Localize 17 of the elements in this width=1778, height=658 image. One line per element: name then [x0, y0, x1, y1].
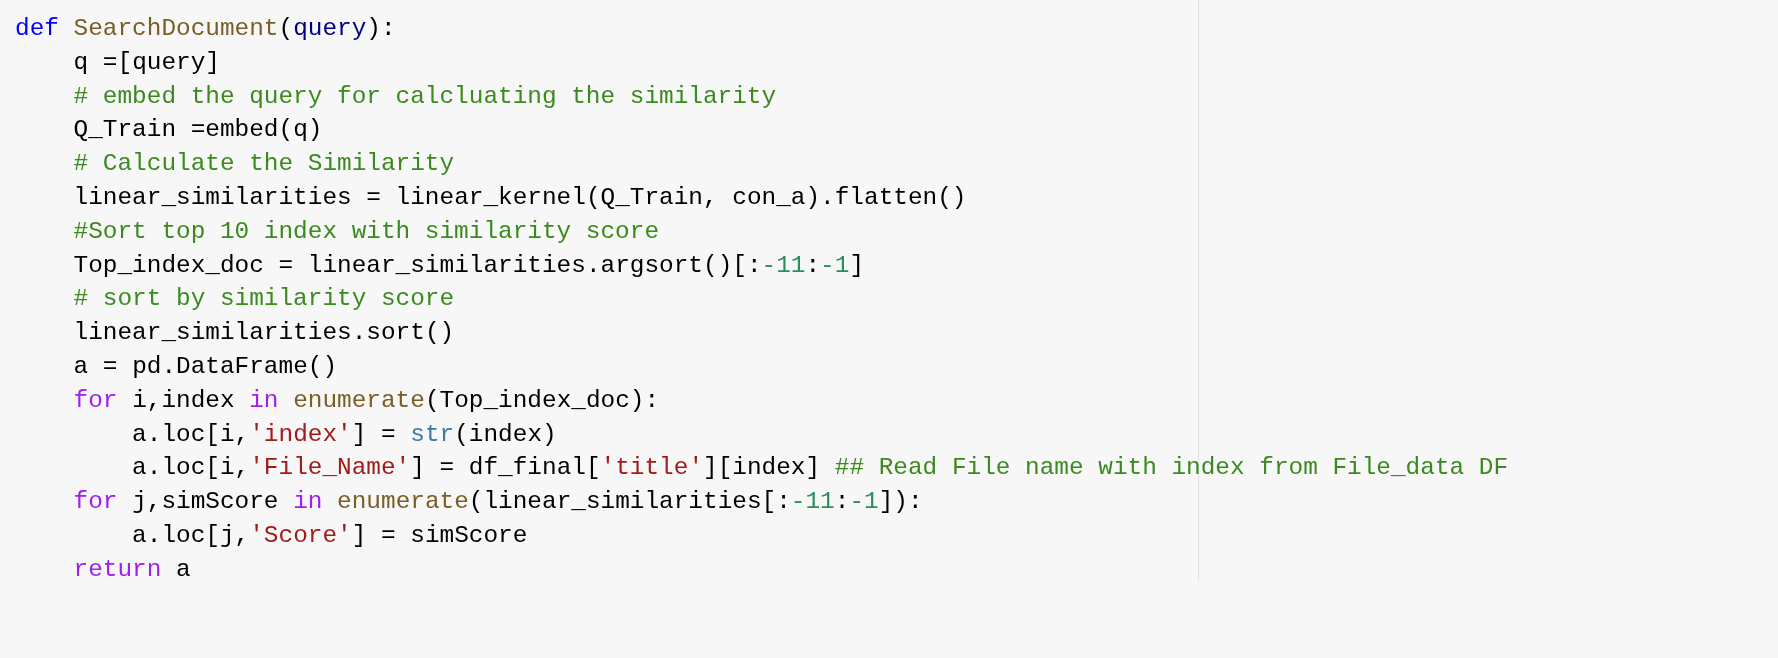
code-line: q =[query] [72, 47, 220, 78]
code-line: linear_similarities.sort() [72, 318, 455, 349]
code-line: a.loc[j,'Score'] = simScore [131, 520, 528, 551]
code-line: # Calculate the Similarity [72, 149, 455, 180]
code-line: # embed the query for calcluating the similarity [72, 81, 777, 112]
code-line: return a [72, 554, 191, 585]
code-line: def SearchDocument(query): [15, 14, 396, 44]
code-line: linear_similarities = linear_kernel(Q_Train, con_a).flatten() [72, 183, 967, 213]
code-line: for j,simScore in enumerate(linear_similarities[:-11:-1]): [72, 487, 923, 518]
code-line: a.loc[i,'File_Name'] = df_final['title'][index] ## Read File name with index from File_data DF [131, 453, 1509, 484]
code-line: a = pd.DataFrame() [72, 351, 338, 382]
code-line: Top_index_doc = linear_similarities.argsort()[:-11:-1] [72, 250, 865, 281]
code-line: for i,index in enumerate(Top_index_doc): [72, 385, 660, 416]
code-line: Q_Train =embed(q) [72, 115, 323, 146]
code-line: a.loc[i,'index'] = str(index) [131, 419, 557, 450]
code-line: #Sort top 10 index with similarity score [72, 216, 660, 247]
code-line: # sort by similarity score [72, 284, 455, 315]
